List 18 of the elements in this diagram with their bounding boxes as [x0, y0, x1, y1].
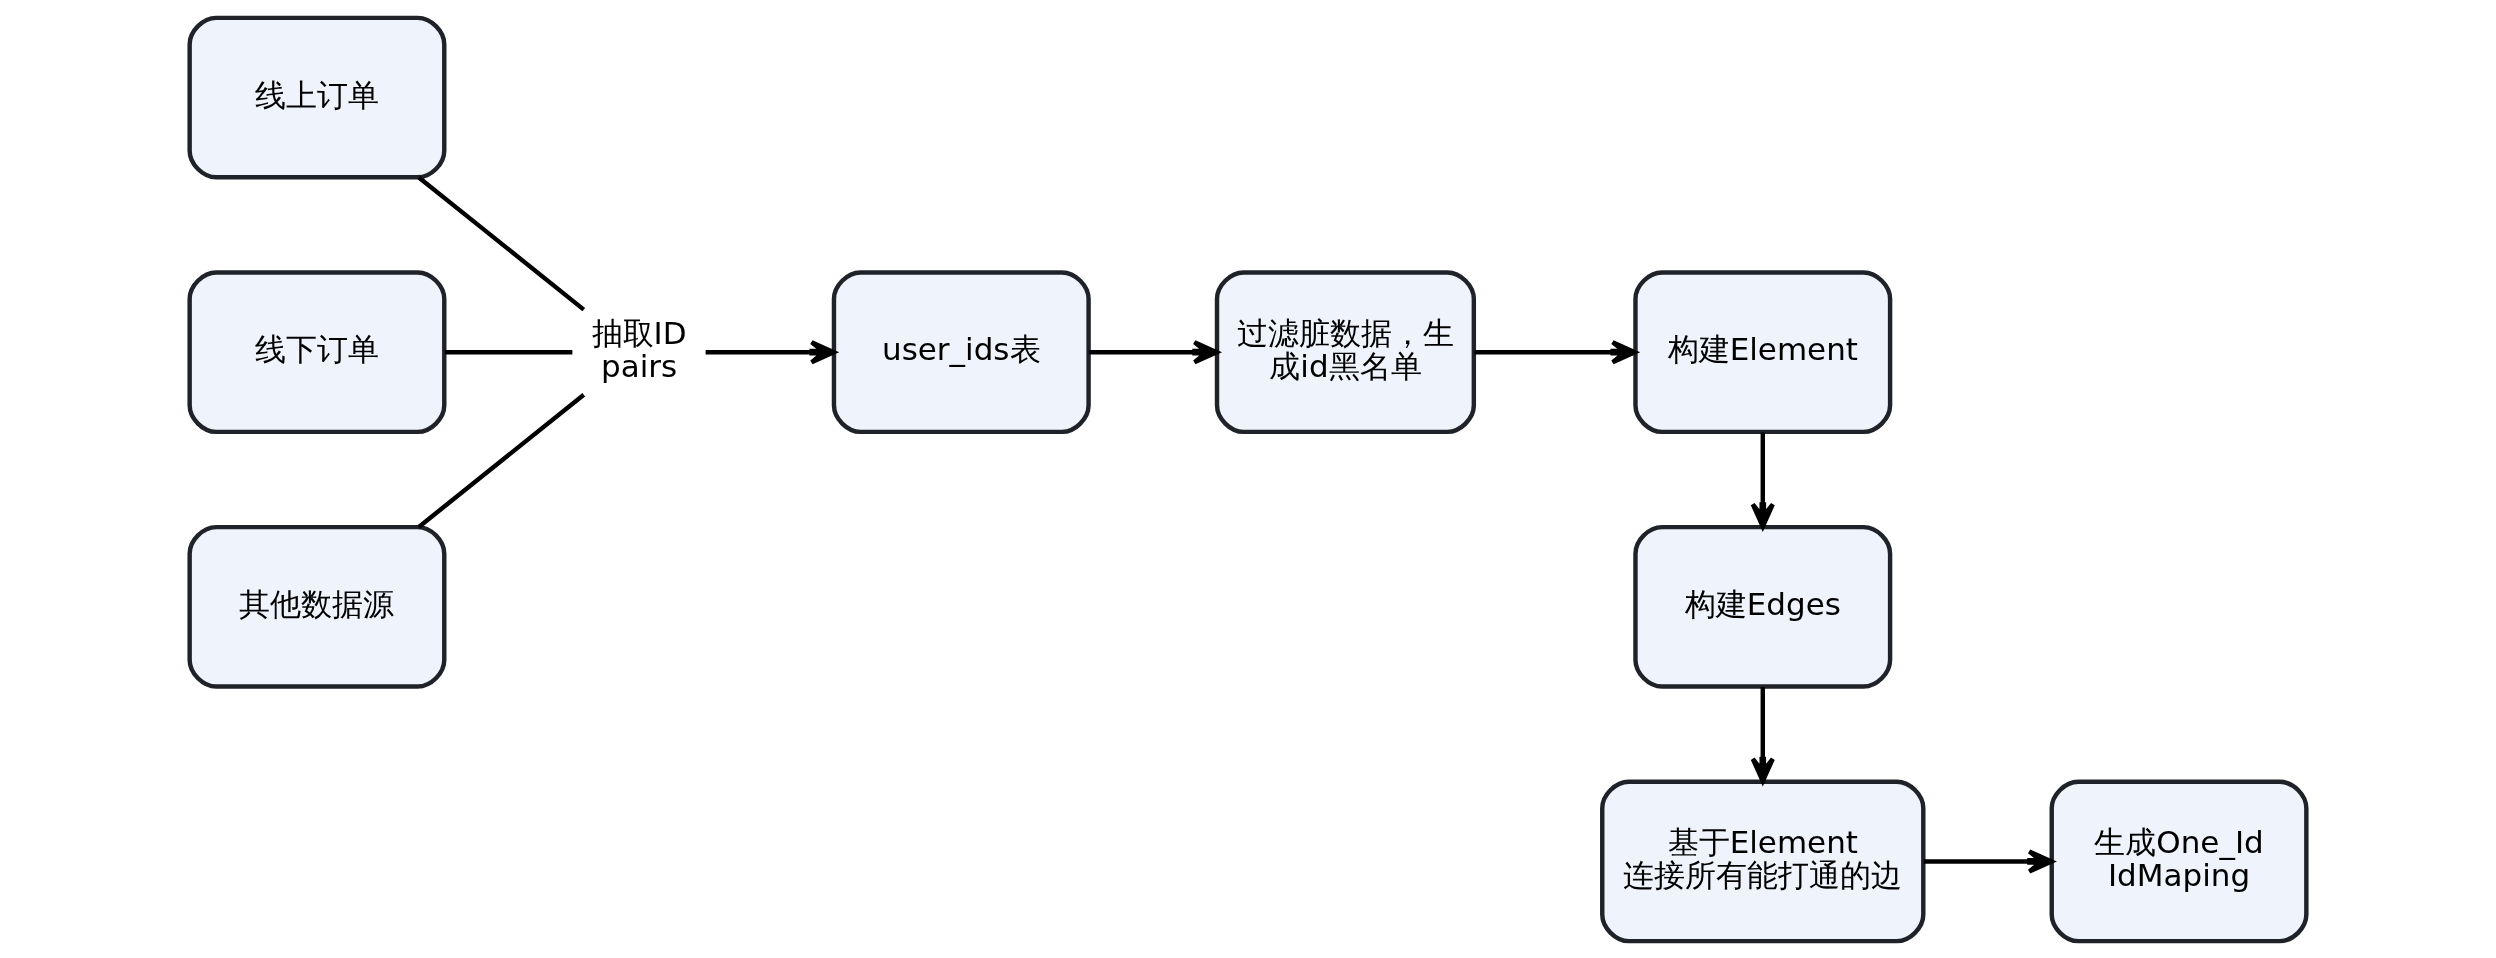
arrow — [1474, 339, 1638, 364]
connector — [417, 392, 586, 529]
arrow — [705, 339, 836, 364]
node-box: 构建Edges — [1633, 524, 1893, 689]
node-box: 线上订单 — [187, 15, 447, 179]
node-box: 其他数据源 — [187, 524, 447, 689]
node-box: 基于Element连接所有能打通的边 — [1600, 779, 1926, 943]
connector — [417, 175, 586, 311]
node-box: 过滤脏数据，生成id黑名单 — [1214, 269, 1477, 434]
node-box: 生成One_Id IdMaping — [2049, 779, 2309, 943]
connector — [444, 349, 573, 354]
arrow — [1088, 339, 1219, 364]
node-box: 线下订单 — [187, 269, 447, 434]
arrow — [1923, 848, 2054, 874]
node-text: 抽取ID pairs — [591, 314, 687, 384]
node-box: user_ids表 — [831, 269, 1091, 434]
node-box: 构建Element — [1633, 269, 1893, 434]
arrow — [1750, 432, 1775, 529]
